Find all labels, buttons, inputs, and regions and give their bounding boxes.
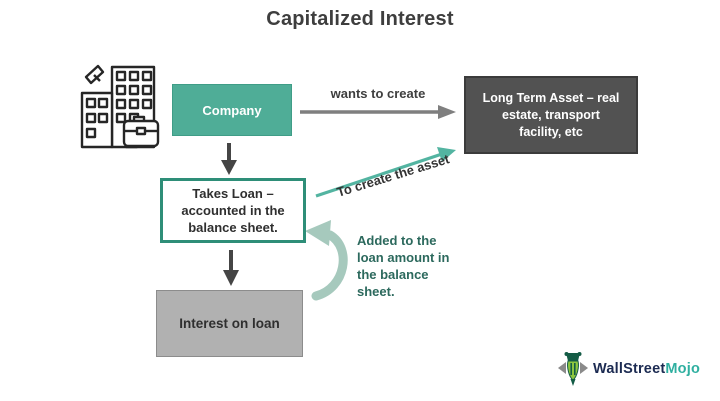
takes-loan-line: balance sheet.: [188, 220, 278, 235]
down-arrow-company-to-loan: [221, 143, 237, 175]
window-grid: [85, 97, 109, 139]
company-label: Company: [202, 102, 262, 118]
briefcase-icon: [122, 115, 160, 148]
page-title: Capitalized Interest: [266, 8, 454, 30]
lta-line: estate, transport: [502, 107, 600, 122]
building-with-briefcase-icon: [80, 64, 160, 149]
to-create-asset-arrow: [315, 147, 456, 198]
added-to-loan-curved-arrow: [305, 220, 348, 301]
added-line: Added to the: [357, 233, 437, 248]
interest-on-loan-node: Interest on loan: [156, 290, 303, 357]
added-to-loan-label: Added to the loan amount in the balance …: [357, 232, 467, 300]
down-arrow-loan-to-interest: [223, 250, 239, 286]
logo-wordmark: WallStreetMojo: [593, 361, 700, 377]
logo-primary-text: WallStreet: [593, 361, 666, 377]
lta-line: facility, etc: [519, 124, 583, 139]
takes-loan-line: accounted in the: [181, 203, 285, 218]
wallstreetmojo-logo: WallStreetMojo: [557, 350, 700, 388]
logo-secondary-text: Mojo: [665, 361, 700, 377]
lta-line: Long Term Asset – real: [482, 90, 620, 105]
window-grid: [115, 70, 153, 124]
company-node: Company: [172, 84, 292, 136]
wallstreetmojo-bull-icon: [558, 352, 588, 386]
added-line: loan amount in: [357, 250, 450, 265]
takes-loan-node: Takes Loan – accounted in the balance sh…: [160, 178, 306, 243]
added-line: sheet.: [357, 284, 395, 299]
building-icon: [80, 64, 160, 149]
wants-to-create-arrow: [300, 105, 456, 119]
long-term-asset-node: Long Term Asset – real estate, transport…: [464, 76, 638, 154]
takes-loan-line: Takes Loan –: [192, 186, 274, 201]
added-line: the balance: [357, 267, 429, 282]
interest-label: Interest on loan: [179, 316, 280, 331]
wants-to-create-label: wants to create: [330, 86, 426, 101]
